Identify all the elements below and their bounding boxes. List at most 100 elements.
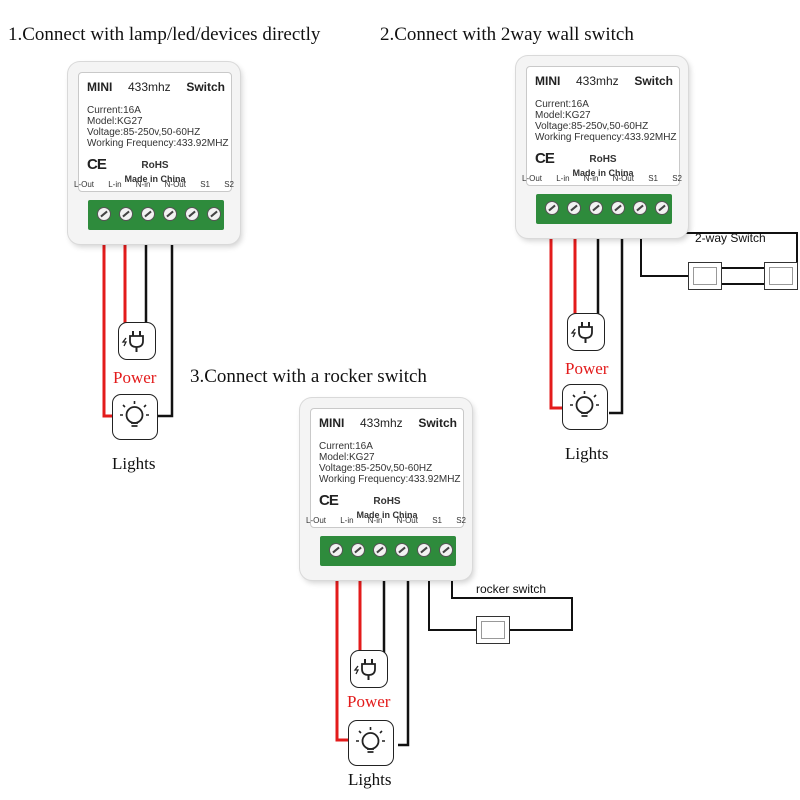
spec-model: Model:KG27 <box>319 452 375 463</box>
device-freq: 433mhz <box>359 416 403 430</box>
two-way-switch-label: 2-way Switch <box>695 231 766 245</box>
device-2: MINI 433mhz Switch Current:16A Model:KG2… <box>516 56 688 238</box>
terminal-n-out: N-Out <box>612 174 634 183</box>
screw-icon <box>545 201 559 215</box>
heading-2way: 2.Connect with 2way wall switch <box>380 24 634 45</box>
rohs-text: RoHS <box>141 160 169 171</box>
terminal-s1: S1 <box>200 180 210 189</box>
screw-icon <box>207 207 221 221</box>
spec-model: Model:KG27 <box>87 116 143 127</box>
device-label: MINI 433mhz Switch Current:16A Model:KG2… <box>78 72 232 192</box>
ce-mark-icon: CE <box>319 492 339 509</box>
screw-icon <box>329 543 343 557</box>
spec-working-freq: Working Frequency:433.92MHZ <box>535 132 677 143</box>
device-freq: 433mhz <box>127 80 171 94</box>
terminal-labels: L-Out L-in N-in N-Out S1 S2 <box>74 180 234 189</box>
screw-icon <box>373 543 387 557</box>
screw-icon <box>163 207 177 221</box>
light-bulb-icon <box>562 384 608 430</box>
screw-icon <box>589 201 603 215</box>
light-bulb-icon <box>112 394 158 440</box>
screw-icon <box>97 207 111 221</box>
device-name: MINI <box>319 416 345 430</box>
screw-icon <box>119 207 133 221</box>
spec-current: Current:16A <box>535 99 589 110</box>
device-label: MINI 433mhz Switch Current:16A Model:KG2… <box>310 408 464 528</box>
ce-mark-icon: CE <box>535 150 555 167</box>
screw-icon <box>185 207 199 221</box>
device-3: MINI 433mhz Switch Current:16A Model:KG2… <box>300 398 472 580</box>
made-in-text: Made in China <box>356 510 418 520</box>
device-name: MINI <box>87 80 113 94</box>
lights-label: Lights <box>348 770 392 789</box>
rohs-text: RoHS <box>373 496 401 507</box>
terminal-s2: S2 <box>456 516 466 525</box>
terminal-block <box>320 536 456 566</box>
spec-model: Model:KG27 <box>535 110 591 121</box>
terminal-l-in: L-in <box>340 516 354 525</box>
lights-label: Lights <box>112 454 156 473</box>
terminal-n-in: N-in <box>583 174 599 183</box>
ce-mark-icon: CE <box>87 156 107 173</box>
terminal-l-out: L-Out <box>306 516 327 525</box>
spec-working-freq: Working Frequency:433.92MHZ <box>87 138 229 149</box>
device-switch-word: Switch <box>418 416 457 430</box>
device-label: MINI 433mhz Switch Current:16A Model:KG2… <box>526 66 680 186</box>
terminal-n-in: N-in <box>135 180 151 189</box>
terminal-labels: L-Out L-in N-in N-Out S1 S2 <box>306 516 466 525</box>
made-in-text: Made in China <box>572 168 634 178</box>
terminal-l-in: L-in <box>556 174 570 183</box>
lights-label: Lights <box>565 444 609 463</box>
terminal-l-out: L-Out <box>522 174 543 183</box>
screw-icon <box>655 201 669 215</box>
device-name: MINI <box>535 74 561 88</box>
terminal-l-out: L-Out <box>74 180 95 189</box>
terminal-block <box>536 194 672 224</box>
spec-current: Current:16A <box>87 105 141 116</box>
made-in-text: Made in China <box>124 174 186 184</box>
spec-voltage: Voltage:85-250v,50-60HZ <box>87 127 201 138</box>
diagram3-wires <box>335 580 573 747</box>
heading-rocker: 3.Connect with a rocker switch <box>190 366 427 387</box>
power-label: Power <box>113 368 157 387</box>
heading-direct: 1.Connect with lamp/led/devices directly <box>8 24 321 45</box>
screw-icon <box>351 543 365 557</box>
device-switch-word: Switch <box>634 74 673 88</box>
screw-icon <box>141 207 155 221</box>
terminal-n-out: N-Out <box>396 516 418 525</box>
terminal-n-out: N-Out <box>164 180 186 189</box>
power-plug-icon <box>567 313 605 351</box>
screw-icon <box>611 201 625 215</box>
spec-current: Current:16A <box>319 441 373 452</box>
screw-icon <box>567 201 581 215</box>
terminal-labels: L-Out L-in N-in N-Out S1 S2 <box>522 174 682 183</box>
terminal-block <box>88 200 224 230</box>
power-label: Power <box>565 359 609 378</box>
terminal-s1: S1 <box>648 174 658 183</box>
spec-voltage: Voltage:85-250v,50-60HZ <box>535 121 649 132</box>
rocker-switch-icon <box>476 616 510 644</box>
screw-icon <box>439 543 453 557</box>
rocker-switch-label: rocker switch <box>476 582 547 596</box>
terminal-n-in: N-in <box>367 516 383 525</box>
terminal-s2: S2 <box>224 180 234 189</box>
device-switch-word: Switch <box>186 80 225 94</box>
rohs-text: RoHS <box>589 154 617 165</box>
device-1: MINI 433mhz Switch Current:16A Model:KG2… <box>68 62 240 244</box>
device-specs: Current:16A Model:KG27 Voltage:85-250v,5… <box>87 105 229 149</box>
device-freq: 433mhz <box>575 74 619 88</box>
screw-icon <box>395 543 409 557</box>
power-plug-icon <box>350 650 388 688</box>
terminal-l-in: L-in <box>108 180 122 189</box>
screw-icon <box>633 201 647 215</box>
power-plug-icon <box>118 322 156 360</box>
screw-icon <box>417 543 431 557</box>
power-label: Power <box>347 692 391 711</box>
spec-voltage: Voltage:85-250v,50-60HZ <box>319 463 433 474</box>
device-specs: Current:16A Model:KG27 Voltage:85-250v,5… <box>319 441 461 485</box>
spec-working-freq: Working Frequency:433.92MHZ <box>319 474 461 485</box>
terminal-s1: S1 <box>432 516 442 525</box>
light-bulb-icon <box>348 720 394 766</box>
terminal-s2: S2 <box>672 174 682 183</box>
